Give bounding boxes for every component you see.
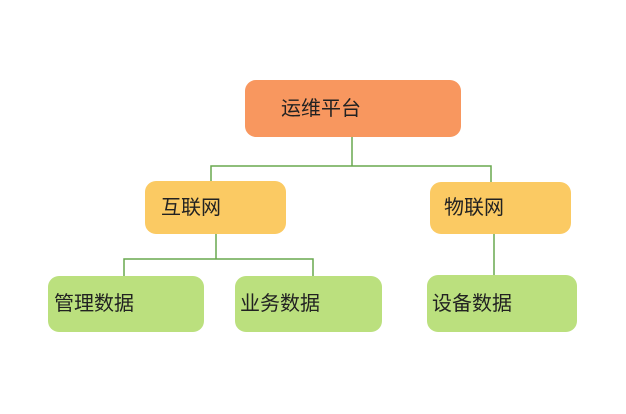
node-management-data-label: 管理数据 xyxy=(54,293,134,315)
node-iot: 物联网 xyxy=(430,182,571,234)
node-ops-platform-label: 运维平台 xyxy=(281,97,361,120)
node-internet-label: 互联网 xyxy=(161,196,221,219)
edge-internet-children-rail xyxy=(123,258,314,276)
node-internet: 互联网 xyxy=(145,181,286,234)
node-iot-label: 物联网 xyxy=(444,197,504,219)
node-device-data: 设备数据 xyxy=(427,275,577,332)
node-device-data-label: 设备数据 xyxy=(432,292,512,315)
node-management-data: 管理数据 xyxy=(48,276,204,332)
node-ops-platform: 运维平台 xyxy=(245,80,461,137)
edge-root-children-rail xyxy=(210,165,492,182)
node-business-data-label: 业务数据 xyxy=(240,293,320,315)
node-business-data: 业务数据 xyxy=(235,276,382,332)
